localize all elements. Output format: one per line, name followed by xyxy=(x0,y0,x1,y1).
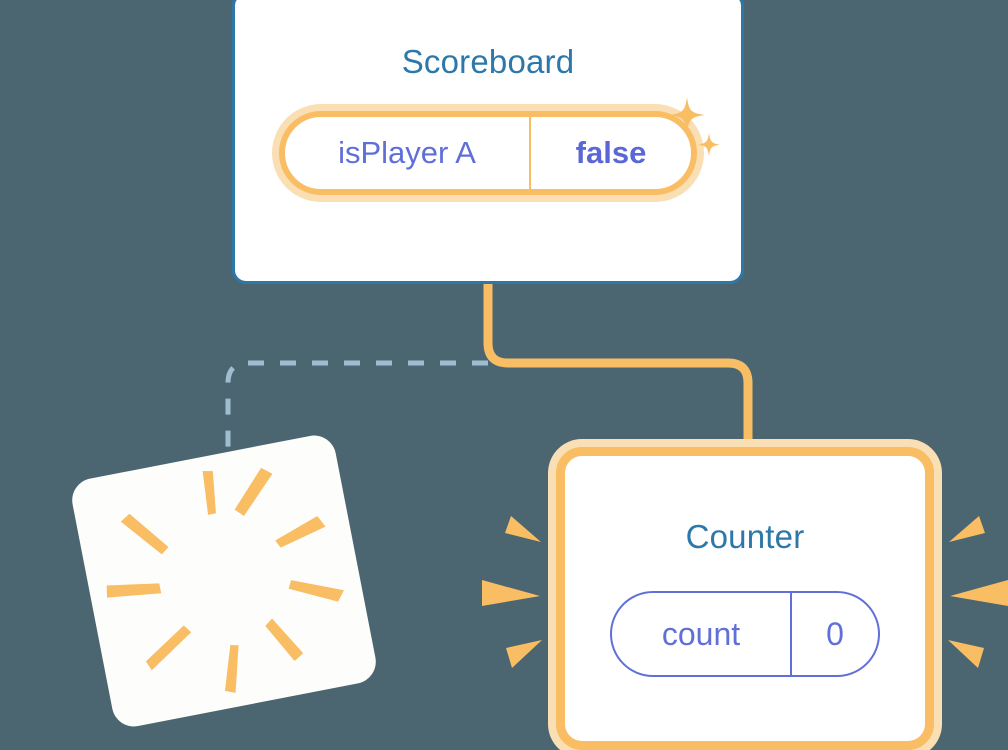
card-scoreboard[interactable]: Scoreboard isPlayer A false xyxy=(232,0,744,284)
counter-pill-wrapper: count 0 xyxy=(610,591,880,677)
counter-pill-value: 0 xyxy=(790,593,878,675)
burst-ray xyxy=(265,618,304,662)
burst-ray xyxy=(224,644,239,693)
burst-ray xyxy=(275,516,326,548)
counter-title: Counter xyxy=(685,518,805,555)
burst-ray xyxy=(106,583,162,598)
scoreboard-title: Scoreboard xyxy=(401,43,575,80)
scoreboard-pill-wrapper: isPlayer A false xyxy=(279,97,720,195)
sparkle-small-icon xyxy=(698,133,720,156)
burst-ray xyxy=(234,467,273,516)
card-ghost-tilted[interactable] xyxy=(68,431,380,731)
counter-state-pill[interactable]: count 0 xyxy=(610,591,880,677)
scoreboard-pill-value: false xyxy=(529,117,691,189)
burst-ray xyxy=(288,580,344,602)
burst-ray xyxy=(202,471,216,515)
card-counter[interactable]: Counter count 0 xyxy=(556,447,934,750)
scoreboard-pill-key: isPlayer A xyxy=(338,135,476,170)
counter-pill-key: count xyxy=(661,615,741,652)
ghost-card-burst xyxy=(106,467,344,693)
scoreboard-state-pill[interactable]: isPlayer A false xyxy=(279,97,720,195)
connector-scoreboard-to-ghost xyxy=(225,360,488,483)
burst-ray xyxy=(120,513,169,555)
connector-scoreboard-to-counter xyxy=(483,284,753,455)
burst-ray xyxy=(145,625,192,671)
